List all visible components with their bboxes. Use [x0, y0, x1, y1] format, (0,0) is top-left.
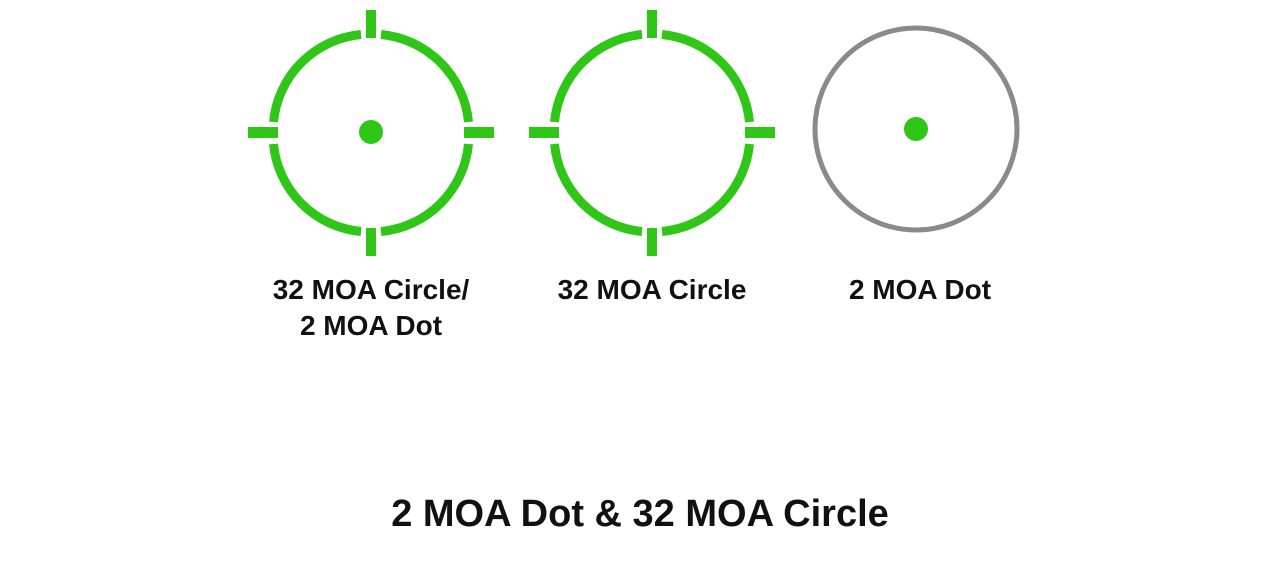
circle-dot-reticle [246, 8, 496, 258]
dot-reticle [810, 24, 1022, 236]
tick-right [745, 127, 775, 138]
tick-bottom [647, 228, 657, 256]
outline-ring [812, 25, 1020, 233]
tick-left [248, 127, 278, 138]
label-line: 32 MOA Circle/ [272, 274, 470, 305]
tick-left [529, 127, 559, 138]
label-dot: 2 MOA Dot [800, 272, 1040, 308]
label-circle: 32 MOA Circle [527, 272, 777, 308]
ring-arc-top-right [380, 30, 473, 123]
tick-top [366, 10, 376, 38]
label-line: 2 MOA Dot [848, 274, 992, 305]
circle-reticle-icon [529, 10, 775, 256]
ring-arc-bottom-left [269, 143, 362, 236]
label-circle-dot: 32 MOA Circle/ 2 MOA Dot [246, 272, 496, 344]
center-dot [904, 117, 928, 141]
circle-dot-reticle-icon [248, 10, 494, 256]
ring-arc-top-right [661, 30, 754, 123]
center-dot [359, 120, 383, 144]
label-line: 2 MOA Dot [299, 310, 443, 341]
tick-bottom [366, 228, 376, 256]
label-line: 32 MOA Circle [557, 274, 747, 305]
tick-top [647, 10, 657, 38]
caption: 2 MOA Dot & 32 MOA Circle [391, 493, 889, 535]
ring-arc-bottom-right [661, 143, 754, 236]
ring-arc-bottom-left [550, 143, 643, 236]
ring-arc-bottom-right [380, 143, 473, 236]
ring-arc-top-left [550, 30, 643, 123]
ring-arc-top-left [269, 30, 362, 123]
tick-right [464, 127, 494, 138]
dot-reticle-icon [812, 25, 1020, 233]
circle-reticle [527, 8, 777, 258]
